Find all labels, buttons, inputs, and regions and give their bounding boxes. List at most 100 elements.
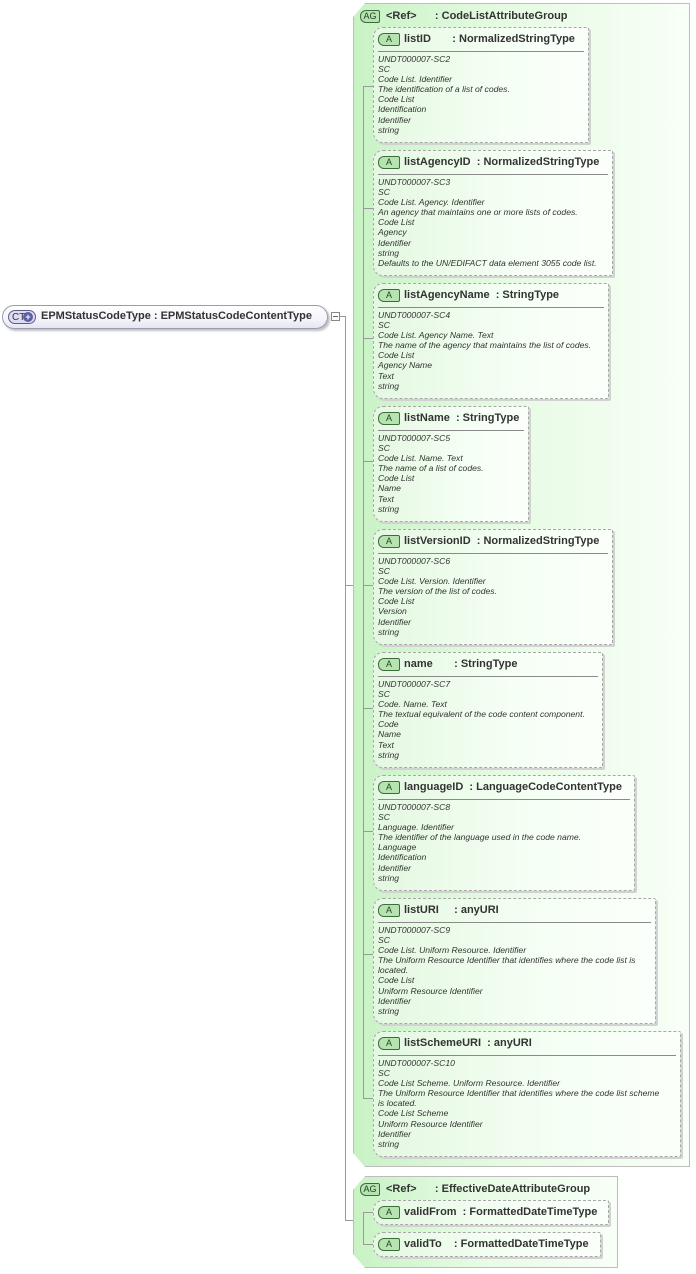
doc-line: Identification: [378, 852, 427, 863]
doc-line: Identifier: [378, 237, 411, 248]
divider: [378, 430, 524, 431]
divider: [378, 922, 651, 923]
attribute-title: listID : NormalizedStringType: [404, 33, 575, 45]
attribute-badge: A: [378, 1037, 400, 1050]
doc-line: Code List: [378, 596, 415, 607]
divider: [378, 799, 630, 800]
attribute-name[interactable]: A name : StringType UNDT000007-SC7 SC Co…: [373, 652, 603, 768]
doc-line: Identification: [378, 104, 427, 115]
doc-line: Defaults to the UN/EDIFACT data element …: [378, 257, 597, 268]
attribute-title: name : StringType: [404, 658, 518, 670]
expand-plus-icon: +: [23, 312, 33, 322]
doc-line: string: [378, 1138, 400, 1149]
connector-line: [363, 1244, 373, 1245]
doc-line: string: [378, 124, 400, 135]
attribute-badge: A: [378, 156, 400, 169]
doc-line: UNDT000007-SC3: [378, 177, 451, 187]
attribute-listuri[interactable]: A listURI : anyURI UNDT000007-SC9 SC Cod…: [373, 898, 656, 1024]
doc-line: Code: [378, 719, 399, 730]
doc-line: SC: [378, 935, 390, 946]
attribute-title: listURI : anyURI: [404, 904, 499, 916]
attribute-documentation: UNDT000007-SC4 SC Code List. Agency Name…: [378, 310, 604, 391]
doc-line: An agency that maintains one or more lis…: [378, 207, 578, 218]
connector-line: [363, 1212, 364, 1244]
doc-line: The identifier of the language used in t…: [378, 832, 582, 843]
attribute-badge: A: [378, 1206, 400, 1219]
doc-line: SC: [378, 443, 390, 454]
doc-line: Code List: [378, 350, 415, 361]
attribute-languageid[interactable]: A languageID : LanguageCodeContentType U…: [373, 775, 635, 891]
attribute-badge: A: [378, 535, 400, 548]
doc-line: located.: [378, 965, 409, 976]
doc-line: Code List: [378, 94, 415, 105]
attribute-documentation: UNDT000007-SC5 SC Code List. Name. Text …: [378, 433, 524, 514]
doc-line: string: [378, 503, 400, 514]
attribute-listschemeuri[interactable]: A listSchemeURI : anyURI UNDT000007-SC10…: [373, 1031, 681, 1157]
collapse-toggle-icon[interactable]: [331, 312, 340, 321]
doc-line: Code List. Identifier: [378, 74, 453, 85]
attribute-documentation: UNDT000007-SC6 SC Code List. Version. Id…: [378, 556, 608, 637]
doc-line: Code List. Name. Text: [378, 453, 463, 464]
attribute-title: listAgencyID : NormalizedStringType: [404, 156, 600, 168]
attribute-title: listSchemeURI : anyURI: [404, 1037, 532, 1049]
attribute-listversionid[interactable]: A listVersionID : NormalizedStringType U…: [373, 529, 613, 645]
attribute-listagencyid[interactable]: A listAgencyID : NormalizedStringType UN…: [373, 150, 613, 276]
doc-line: Code List. Version. Identifier: [378, 576, 486, 587]
connector-line: [363, 208, 373, 209]
doc-line: Language. Identifier: [378, 822, 454, 833]
doc-line: Code List. Agency. Identifier: [378, 197, 485, 208]
complex-type-badge-label: CT: [12, 312, 26, 323]
attribute-documentation: UNDT000007-SC8 SC Language. Identifier T…: [378, 802, 630, 883]
attribute-documentation: UNDT000007-SC3 SC Code List. Agency. Ide…: [378, 177, 608, 268]
attribute-title: validFrom : FormattedDateTimeType: [404, 1206, 598, 1218]
divider: [378, 174, 608, 175]
doc-line: string: [378, 626, 400, 637]
doc-line: Code. Name. Text: [378, 699, 447, 710]
attribute-badge: A: [378, 904, 400, 917]
doc-line: Version: [378, 606, 407, 617]
doc-line: string: [378, 380, 400, 391]
complex-type-node[interactable]: CT + EPMStatusCodeType : EPMStatusCodeCo…: [2, 305, 328, 329]
doc-line: SC: [378, 566, 390, 577]
attribute-validto[interactable]: A validTo : FormattedDateTimeType: [373, 1232, 601, 1257]
attribute-listname[interactable]: A listName : StringType UNDT000007-SC5 S…: [373, 406, 529, 522]
connector-line: [345, 316, 346, 1220]
attribute-badge: A: [378, 289, 400, 302]
connector-line: [363, 86, 373, 87]
attribute-listagencyname[interactable]: A listAgencyName : StringType UNDT000007…: [373, 283, 609, 399]
connector-line: [363, 1098, 373, 1099]
divider: [378, 676, 598, 677]
doc-line: UNDT000007-SC5: [378, 433, 451, 443]
attribute-group-badge: AG: [360, 10, 380, 23]
attribute-badge: A: [378, 33, 400, 46]
attribute-documentation: UNDT000007-SC7 SC Code. Name. Text The t…: [378, 679, 598, 760]
attribute-documentation: UNDT000007-SC2 SC Code List. Identifier …: [378, 54, 584, 135]
connector-line: [363, 1212, 373, 1213]
doc-line: SC: [378, 812, 390, 823]
attribute-title: languageID : LanguageCodeContentType: [404, 781, 622, 793]
doc-line: UNDT000007-SC2: [378, 54, 451, 64]
doc-line: Identifier: [378, 995, 411, 1006]
divider: [378, 307, 604, 308]
doc-line: UNDT000007-SC4: [378, 310, 451, 320]
doc-line: Language: [378, 842, 417, 853]
attribute-validfrom[interactable]: A validFrom : FormattedDateTimeType: [373, 1200, 609, 1225]
doc-line: SC: [378, 320, 390, 331]
divider: [378, 51, 584, 52]
doc-line: The Uniform Resource Identifier that ide…: [378, 955, 636, 966]
doc-line: SC: [378, 64, 390, 75]
doc-line: Identifier: [378, 1128, 411, 1139]
attribute-listid[interactable]: A listID : NormalizedStringType UNDT0000…: [373, 27, 589, 143]
divider: [378, 553, 608, 554]
doc-line: Identifier: [378, 616, 411, 627]
complex-type-title: EPMStatusCodeType : EPMStatusCodeContent…: [41, 310, 312, 322]
doc-line: string: [378, 872, 400, 883]
doc-line: Code List. Agency Name. Text: [378, 330, 494, 341]
doc-line: string: [378, 1005, 400, 1016]
doc-line: Code List Scheme: [378, 1108, 449, 1119]
doc-line: is located.: [378, 1098, 417, 1109]
connector-line: [363, 86, 364, 1098]
doc-line: Text: [378, 739, 394, 750]
doc-line: Code List: [378, 975, 415, 986]
connector-line: [345, 585, 353, 586]
